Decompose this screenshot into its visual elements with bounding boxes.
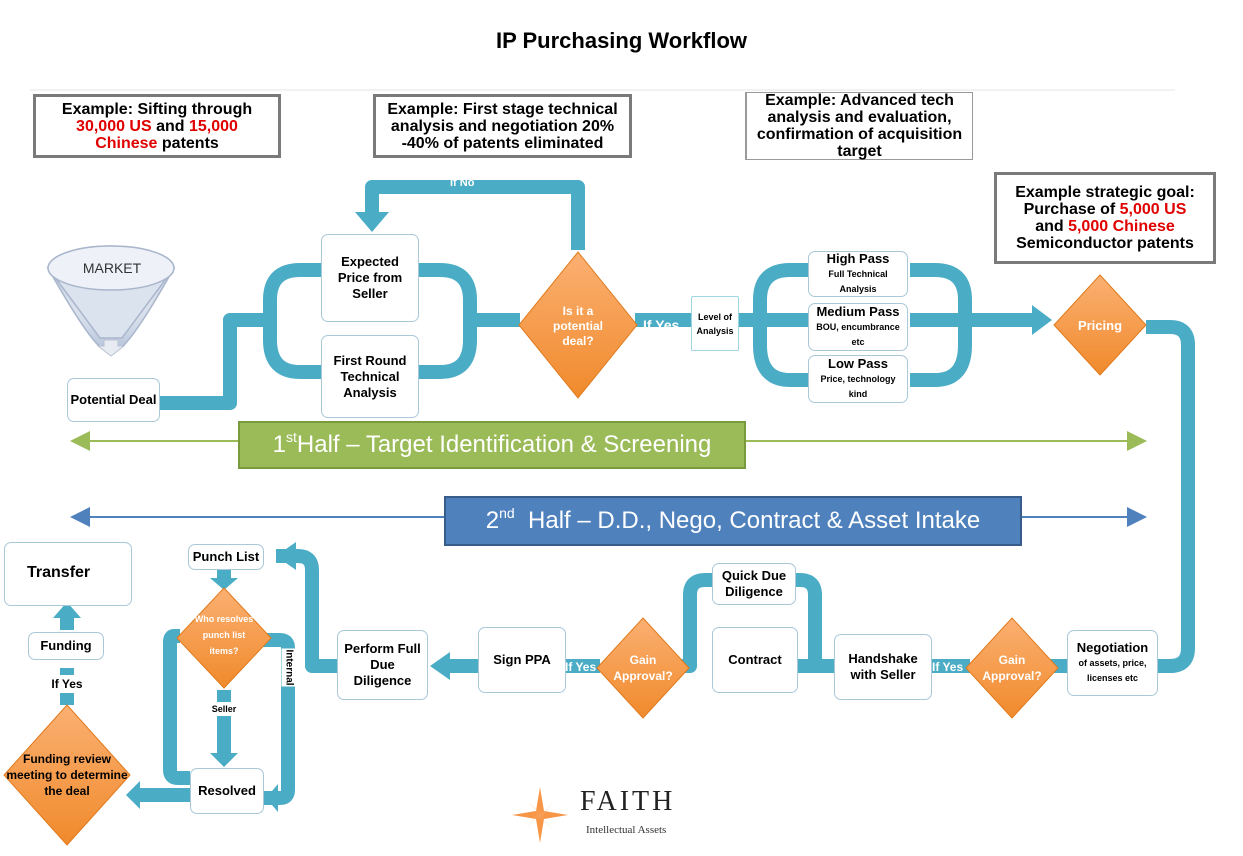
if-yes-label-3: If Yes <box>565 660 597 674</box>
callout-first-stage-line1: Example: First stage technical <box>387 100 618 118</box>
flow-arrowheads <box>53 212 1052 812</box>
second-half-num: 2 <box>485 507 500 534</box>
diamond-pricing-icon <box>1053 274 1147 376</box>
diamond-gain-approval-2-icon <box>596 617 690 719</box>
callout-sifting-tail: patents <box>157 134 219 152</box>
negotiation-box: Negotiation of assets, price, licenses e… <box>1067 630 1158 696</box>
first-round-box: First Round Technical Analysis <box>321 335 419 418</box>
level-of-analysis-box: Level of Analysis <box>691 296 739 351</box>
funding-box: Funding <box>28 632 104 660</box>
diamond-who-resolves-icon <box>176 587 272 689</box>
perform-dd-box: Perform Full Due Diligence <box>337 630 428 700</box>
contract-box: Contract <box>712 627 798 693</box>
punch-list-box: Punch List <box>188 544 264 570</box>
if-yes-label-1: If Yes <box>643 317 680 333</box>
high-pass-sub: Full Technical Analysis <box>828 269 888 294</box>
first-half-sup: st <box>286 429 297 445</box>
internal-label: Internal <box>281 648 297 687</box>
diamond-gain-approval-1-icon <box>965 617 1059 719</box>
callout-first-stage-line3: -40% of patents eliminated <box>401 134 604 152</box>
callout-sifting: Example: Sifting through 30,000 US and 1… <box>33 94 281 158</box>
funding-review-label: Funding review meeting to determine the … <box>6 752 128 798</box>
diamond-potential-deal-icon <box>518 251 638 399</box>
potential-deal-question: Is it a potential deal? <box>553 303 603 348</box>
first-half-text: Half – Target Identification & Screening <box>296 431 712 458</box>
callout-goal-line4: Semiconductor patents <box>1016 235 1194 252</box>
callout-advanced-line4: target <box>837 143 882 160</box>
callout-sifting-chinese: Chinese <box>95 134 158 152</box>
transfer-box: Transfer <box>4 542 132 606</box>
top-flow-lines <box>60 180 1195 805</box>
diamond-shapes <box>3 251 1147 846</box>
gain-approval-1-label: Gain Approval? <box>982 653 1042 683</box>
faith-star-icon <box>512 787 568 843</box>
medium-pass-sub: BOU, encumbrance etc <box>816 322 900 347</box>
negotiation-sub: of assets, price, licenses etc <box>1078 658 1147 683</box>
callout-first-stage: Example: First stage technical analysis … <box>373 94 632 158</box>
callout-advanced-line3: confirmation of acquisition <box>756 126 963 143</box>
seller-label: Seller <box>204 702 244 716</box>
if-no-label: If No <box>450 177 475 189</box>
page-title: IP Purchasing Workflow <box>495 28 747 53</box>
callout-sifting-and: and <box>151 117 189 135</box>
gain-approval-2-label: Gain Approval? <box>613 653 673 683</box>
low-pass-sub: Price, technology kind <box>820 374 896 399</box>
callout-advanced-line2: analysis and evaluation, <box>767 109 952 126</box>
low-pass-box: Low Pass Price, technology kind <box>808 355 908 403</box>
handshake-box: Handshake with Seller <box>834 634 932 700</box>
second-half-sup: nd <box>499 505 515 521</box>
callout-advanced: Example: Advanced tech analysis and eval… <box>745 92 973 160</box>
faith-logo-text: FAITH <box>580 786 676 817</box>
diamond-funding-review-icon <box>3 704 131 846</box>
market-label: MARKET <box>82 260 142 276</box>
market-funnel-icon <box>46 245 176 357</box>
faith-logo-sub: Intellectual Assets <box>586 824 667 836</box>
second-half-text: Half – D.D., Nego, Contract & Asset Inta… <box>514 507 981 534</box>
callout-goal-us: 5,000 US <box>1119 201 1187 218</box>
callout-sifting-cn: 15,000 <box>189 117 238 135</box>
callout-goal-line2a: Purchase of <box>1023 201 1120 218</box>
who-resolves-label: Who resolves punch list items? <box>194 614 254 656</box>
callout-goal-line3a: and <box>1035 218 1069 235</box>
callout-goal-line1: Example strategic goal: <box>1015 184 1195 201</box>
medium-pass-box: Medium Pass BOU, encumbrance etc <box>808 303 908 351</box>
callout-strategic-goal: Example strategic goal: Purchase of 5,00… <box>994 172 1216 264</box>
callout-goal-cn: 5,000 Chinese <box>1068 218 1175 235</box>
sign-ppa-box: Sign PPA <box>478 627 566 693</box>
callout-advanced-line1: Example: Advanced tech <box>765 92 954 109</box>
if-yes-label-2: If Yes <box>932 660 964 674</box>
resolved-box: Resolved <box>190 768 264 814</box>
high-pass-title: High Pass <box>826 251 890 266</box>
callout-sifting-us: 30,000 US <box>76 117 152 135</box>
expected-price-box: Expected Price from Seller <box>321 234 419 322</box>
if-yes-label-4: If Yes <box>38 675 96 693</box>
pricing-label: Pricing <box>1077 317 1123 333</box>
first-half-num: 1 <box>272 431 286 458</box>
potential-deal-box: Potential Deal <box>67 378 160 422</box>
callout-sifting-line1: Example: Sifting through <box>61 100 253 118</box>
low-pass-title: Low Pass <box>828 356 888 371</box>
negotiation-title: Negotiation <box>1076 640 1149 655</box>
medium-pass-title: Medium Pass <box>816 304 900 319</box>
callout-first-stage-line2: analysis and negotiation 20% <box>390 117 615 135</box>
high-pass-box: High Pass Full Technical Analysis <box>808 251 908 297</box>
quick-dd-box: Quick Due Diligence <box>712 563 796 605</box>
